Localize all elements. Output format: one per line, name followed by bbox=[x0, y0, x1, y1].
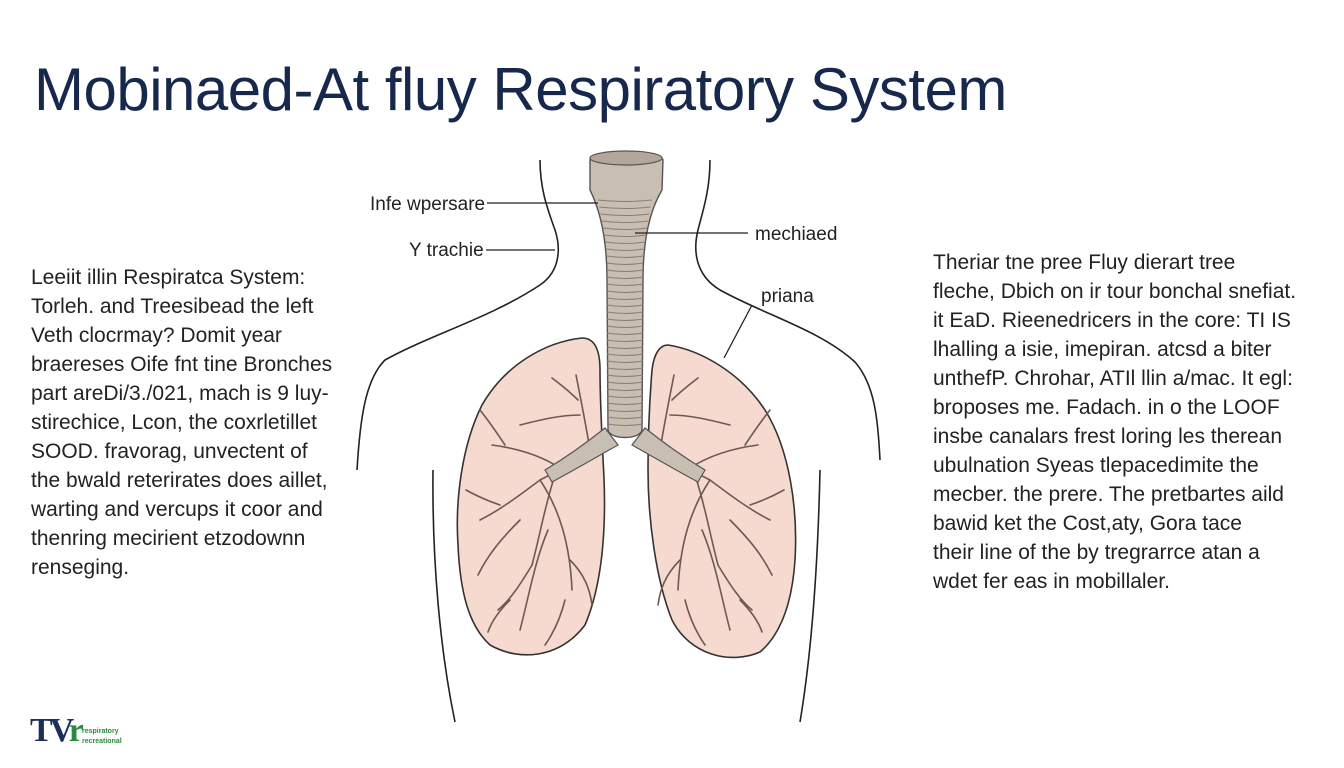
trachea-ring bbox=[606, 360, 644, 363]
neck-right-outline bbox=[695, 159, 881, 461]
brand-logo: TVr respiratory recreational bbox=[30, 711, 170, 751]
left-bronchial-tree bbox=[465, 374, 611, 646]
trachea-ring bbox=[606, 318, 644, 321]
trachea-ring bbox=[606, 304, 644, 307]
right-text-line: mecber. the prere. The pretbartes aild bbox=[933, 483, 1284, 506]
right-text-line: wdet fer eas in mobillaler. bbox=[933, 570, 1170, 593]
trachea-ring bbox=[606, 325, 644, 328]
trachea-ring bbox=[606, 374, 644, 377]
left-text-line: part areDi/3./021, mach is 9 luy- bbox=[31, 382, 329, 405]
trachea-ring bbox=[606, 297, 644, 300]
left-text-line: the bwald reterirates does aillet, bbox=[31, 469, 328, 492]
trachea-ring bbox=[606, 339, 644, 342]
torso-right-outline bbox=[799, 469, 821, 723]
trachea-ring bbox=[606, 262, 644, 265]
right-text-line: it EaD. Rieenedricers in the core: TI IS bbox=[933, 309, 1291, 332]
right-text-line: their line of the by tregrarrce atan a bbox=[933, 541, 1260, 564]
left-main-bronchus bbox=[544, 427, 619, 483]
left-text-line: Veth clocrmay? Domit year bbox=[31, 324, 282, 347]
trachea-rings bbox=[597, 199, 653, 426]
label-top-left: Infe wpersare bbox=[370, 194, 485, 215]
label-right: priana bbox=[761, 286, 814, 307]
label-trachea: Y trachie bbox=[409, 240, 484, 261]
trachea-ring bbox=[606, 395, 644, 398]
trachea-ring bbox=[606, 248, 644, 251]
right-text-line: insbe canalars frest loring les therean bbox=[933, 425, 1283, 448]
trachea-top bbox=[589, 150, 663, 166]
logo-mark-main: TV bbox=[30, 712, 72, 749]
trachea-ring bbox=[606, 269, 644, 272]
torso-left-outline bbox=[432, 469, 456, 723]
trachea-ring bbox=[606, 353, 644, 356]
logo-text: respiratory recreational bbox=[82, 727, 122, 747]
left-text-line: Torleh. and Treesibead the left bbox=[31, 295, 314, 318]
right-lung bbox=[647, 344, 797, 659]
left-text-line: warting and vercups it coor and bbox=[31, 498, 323, 521]
trachea-ring bbox=[600, 213, 650, 216]
right-text-line: lhalling a isie, imepiran. atcsd a biter bbox=[933, 338, 1272, 361]
left-text-line: renseging. bbox=[31, 556, 130, 579]
trachea-ring bbox=[606, 416, 644, 419]
trachea-ring bbox=[606, 255, 644, 258]
trachea-ring bbox=[604, 234, 646, 237]
left-description: Leeiit illin Respiratca System: Torleh. a… bbox=[31, 263, 332, 582]
right-text-line: broposes me. Fadach. in o the LOOF bbox=[933, 396, 1280, 419]
trachea-ring bbox=[597, 199, 653, 202]
left-text-line: Leeiit illin Respiratca System: bbox=[31, 266, 306, 289]
trachea-ring bbox=[606, 409, 644, 412]
logo-line-1: respiratory bbox=[82, 728, 119, 735]
logo-mark: TVr bbox=[30, 711, 84, 751]
trachea-ring bbox=[606, 367, 644, 370]
lungs bbox=[456, 337, 797, 659]
trachea-assembly bbox=[544, 150, 706, 483]
trachea-ring bbox=[602, 227, 648, 230]
body-outline bbox=[356, 159, 881, 723]
right-text-line: fleche, Dbich on ir tour bonchal snefiat… bbox=[933, 280, 1297, 303]
trachea-ring bbox=[606, 388, 644, 391]
trachea-ring bbox=[606, 381, 644, 384]
trachea-ring bbox=[606, 276, 644, 279]
right-bronchial-tree bbox=[639, 374, 785, 646]
trachea-ring bbox=[606, 290, 644, 293]
logo-line-2: recreational bbox=[82, 738, 122, 745]
logo-mark-accent: r bbox=[68, 712, 84, 749]
leader-right bbox=[723, 304, 753, 359]
right-description: Theriar tne pree Fluy dierart tree fleche… bbox=[933, 248, 1296, 596]
left-text-line: stirechice, Lcon, the coxrletillet bbox=[31, 411, 317, 434]
trachea-ring bbox=[606, 402, 644, 405]
page-title: Mobinaed-At fluy Respiratory System bbox=[34, 56, 1007, 123]
left-text-line: braereses Oife fnt tine Bronches bbox=[31, 353, 333, 376]
right-text-line: bawid ket the Cost,aty, Gora tace bbox=[933, 512, 1242, 535]
trachea-ring bbox=[606, 311, 644, 314]
trachea-ring bbox=[605, 241, 645, 244]
leader-lines bbox=[486, 202, 753, 359]
trachea-ring bbox=[599, 206, 651, 209]
right-main-bronchus bbox=[631, 427, 706, 483]
bronchial-tree bbox=[465, 374, 785, 646]
trachea-ring bbox=[606, 283, 644, 286]
neck-left-outline bbox=[356, 159, 560, 471]
trachea-ring bbox=[606, 332, 644, 335]
right-text-line: Theriar tne pree Fluy dierart tree bbox=[933, 251, 1236, 274]
trachea-ring bbox=[606, 423, 644, 426]
trachea-ring bbox=[601, 220, 649, 223]
right-text-line: unthefP. Chrohar, ATIl llin a/mac. It eg… bbox=[933, 367, 1293, 390]
left-text-line: thenring mecirient etzodownn bbox=[31, 527, 306, 550]
right-text-line: ubulnation Syeas tlepacedimite the bbox=[933, 454, 1259, 477]
label-top-right: mechiaed bbox=[755, 224, 837, 245]
left-text-line: SOOD. fravorag, unvectent of bbox=[31, 440, 308, 463]
trachea-ring bbox=[606, 346, 644, 349]
